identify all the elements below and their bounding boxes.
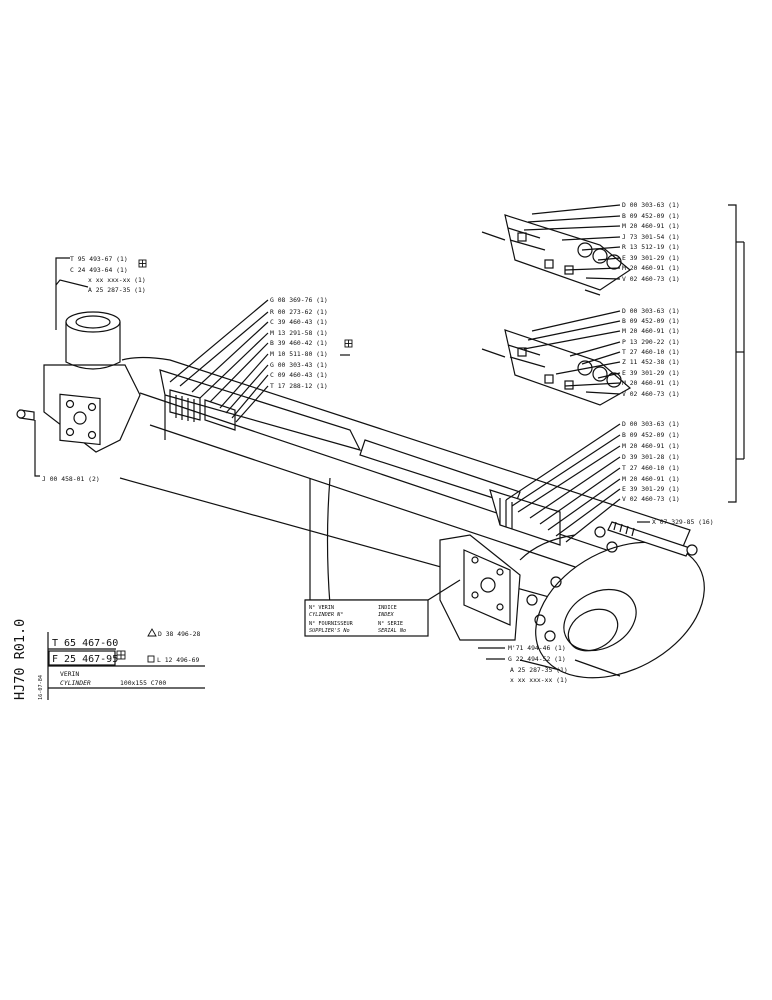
kit3-label: T 27 460-10 (1) xyxy=(622,464,680,472)
mid-label: G 08 369-76 (1) xyxy=(270,296,328,304)
part-number: T 65 467-60 xyxy=(52,638,118,649)
plate-verin: N° VERIN xyxy=(309,605,334,611)
kit3-label: E 39 301-29 (1) xyxy=(622,485,680,493)
rod-end-label: A 25 287-35 (1) xyxy=(510,666,568,674)
kit1-label: B 09 452-09 (1) xyxy=(622,212,680,220)
rod-end-label: M'71 494-46 (1) xyxy=(508,644,566,652)
mid-label: B 39 460-42 (1) xyxy=(270,339,328,347)
plate-index: INDEX xyxy=(378,612,394,618)
kit2-label: E 39 301-29 (1) xyxy=(622,369,680,377)
kit1-label: J 73 301-54 (1) xyxy=(622,233,680,241)
kit2-label: M 20 460-91 (1) xyxy=(622,379,680,387)
title-block xyxy=(47,632,205,700)
mid-label: G 00 303-43 (1) xyxy=(270,361,328,369)
kit3-label: D 00 303-63 (1) xyxy=(622,420,680,428)
kit1-label: D 00 303-63 (1) xyxy=(622,201,680,209)
rod-end-label: G 22 494-52 (1) xyxy=(508,655,566,663)
plate-indice: INDICE xyxy=(378,605,397,611)
kit2-label: V 02 460-73 (1) xyxy=(622,390,680,398)
reference-symbols xyxy=(116,259,353,663)
title-cylinder: CYLINDER xyxy=(60,679,91,687)
kit3-label: D 39 301-28 (1) xyxy=(622,453,680,461)
rod-end-labels: M'71 494-46 (1) G 22 494-52 (1) A 25 287… xyxy=(508,644,568,684)
kit1-label: M 20 460-91 (1) xyxy=(622,222,680,230)
kit2-label: B 09 452-09 (1) xyxy=(622,317,680,325)
kit2-label: T 27 460-10 (1) xyxy=(622,348,680,356)
ref-b: L 12 496-69 xyxy=(157,656,199,664)
drawing-date: 16-07-84 xyxy=(38,675,44,700)
mid-label: C 39 460-43 (1) xyxy=(270,318,328,326)
rod-end-label: x xx xxx-xx (1) xyxy=(510,676,568,684)
label-t95: T 95 493-67 (1) xyxy=(70,255,128,263)
kit2-label: P 13 290-22 (1) xyxy=(622,338,680,346)
label-a25: A 25 287-35 (1) xyxy=(88,286,146,294)
kit2-label: M 20 460-91 (1) xyxy=(622,327,680,335)
mid-label: T 17 288-12 (1) xyxy=(270,382,328,390)
kit3-label: M 20 460-91 (1) xyxy=(622,442,680,450)
plate-serie: N° SERIE xyxy=(378,621,403,627)
kit1-label: R 13 512-19 (1) xyxy=(622,243,680,251)
kit1-label: M 20 460-91 (1) xyxy=(622,264,680,272)
mid-labels: G 08 369-76 (1) R 00 273-62 (1) C 39 460… xyxy=(270,296,328,390)
title-verin: VERIN xyxy=(60,670,79,678)
kit2-label: D 00 303-63 (1) xyxy=(622,307,680,315)
kit2-label: Z 11 452-38 (1) xyxy=(622,358,680,366)
plate-supplier-no: SUPPLIER'S No xyxy=(309,628,350,634)
kit1-label: V 02 460-73 (1) xyxy=(622,275,680,283)
side-code: HJ70 R01.0 xyxy=(12,619,28,700)
left-top-labels: T 95 493-67 (1) C 24 493-64 (1) x xx xxx… xyxy=(70,255,146,294)
kit3-label: M 20 460-91 (1) xyxy=(622,475,680,483)
plate-cylinder-no: CYLINDER N° xyxy=(309,612,343,618)
label-screw: X 07 329-85 (16) xyxy=(652,518,714,526)
mid-label: C 09 460-43 (1) xyxy=(270,371,328,379)
plate-serial-no: SERIAL No xyxy=(378,628,406,634)
kit3-label: V 02 460-73 (1) xyxy=(622,495,680,503)
title-spec: 100x155 C700 xyxy=(120,679,166,687)
id-plate: N° VERIN CYLINDER N° N° FOURNISSEUR SUPP… xyxy=(309,605,406,634)
mid-label: M 10 511-80 (1) xyxy=(270,350,328,358)
kit3-labels: D 00 303-63 (1) B 09 452-09 (1) M 20 460… xyxy=(622,420,680,503)
label-xx: x xx xxx-xx (1) xyxy=(88,276,146,284)
kit1-label: E 39 301-29 (1) xyxy=(622,254,680,262)
mid-label: M 13 291-58 (1) xyxy=(270,329,328,337)
label-grease-nipple: J 00 458-01 (2) xyxy=(42,475,100,483)
alt-part-number: F 25 467-95 xyxy=(52,654,118,665)
cylinder-drawing xyxy=(16,204,745,679)
kit1-labels: D 00 303-63 (1) B 09 452-09 (1) M 20 460… xyxy=(622,201,680,283)
kit2-labels: D 00 303-63 (1) B 09 452-09 (1) M 20 460… xyxy=(622,307,680,398)
mid-label: R 00 273-62 (1) xyxy=(270,308,328,316)
kit3-label: B 09 452-09 (1) xyxy=(622,431,680,439)
plate-fournisseur: N° FOURNISSEUR xyxy=(309,621,354,627)
ref-a: D 38 496-28 xyxy=(158,630,200,638)
label-c24: C 24 493-64 (1) xyxy=(70,266,128,274)
